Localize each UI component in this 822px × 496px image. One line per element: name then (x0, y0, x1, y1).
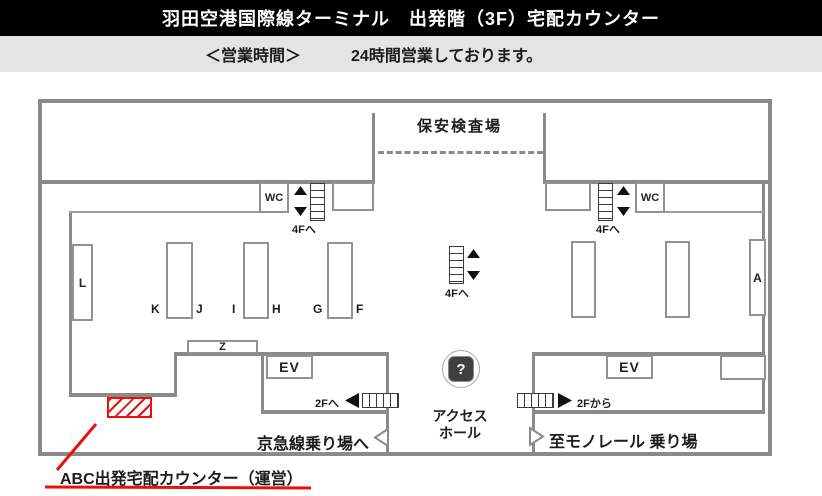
down-arrow-icon (617, 207, 630, 216)
counter-island (571, 241, 596, 318)
hall-wall (261, 352, 264, 414)
to-2f-label: 2Fへ (315, 398, 339, 410)
service-strip-line-right (663, 211, 764, 213)
ev-label: EV (619, 359, 640, 375)
counter-island (327, 242, 353, 319)
counter-island (665, 241, 690, 318)
exit-right-triangle-icon (529, 426, 545, 447)
monorail-exit-label: 至モノレール 乗り場 (549, 434, 698, 451)
counter-label: H (272, 302, 281, 316)
arrow-right-icon (558, 393, 572, 408)
counter-label: I (232, 302, 236, 316)
title-bar: 羽田空港国際線ターミナル 出発階（3F）宅配カウンター (0, 0, 822, 36)
wc-left-label: WC (264, 191, 284, 204)
room-right-of-gap (545, 182, 591, 211)
information-ring (442, 350, 480, 388)
escalator-icon (598, 183, 613, 221)
z-counter: Z (187, 340, 258, 354)
escalator-icon (310, 183, 325, 221)
elevator-left: EV (266, 355, 313, 379)
access-hall-line2: ホール (439, 425, 481, 441)
service-strip-line-left (69, 211, 263, 213)
from-2f-label: 2Fから (577, 398, 612, 410)
arrow-left-icon (345, 393, 359, 408)
counter-L: L (72, 244, 93, 321)
wc-right-label: WC (640, 191, 660, 204)
counter-label: G (313, 302, 323, 316)
room-bottom-right (720, 355, 766, 380)
wc-left: WC (259, 182, 289, 213)
ev-label: EV (279, 359, 300, 375)
z-label: Z (219, 341, 226, 353)
to-4f-label-left: 4Fへ (292, 224, 316, 236)
hours-text: 24時間営業しております。 (351, 48, 543, 65)
down-arrow-icon (294, 207, 307, 216)
escalator-icon (449, 246, 464, 284)
page-title: 羽田空港国際線ターミナル 出発階（3F）宅配カウンター (161, 9, 660, 29)
escalator-icon (517, 393, 554, 408)
inner-wall-left (69, 211, 72, 397)
to-4f-label-center: 4Fへ (445, 288, 469, 300)
counter-label: J (196, 302, 203, 316)
counter-label: L (78, 275, 87, 290)
map-border-right (768, 99, 772, 456)
annotation-text: ABC出発宅配カウンター（運営） (60, 471, 303, 488)
counter-island (166, 242, 193, 319)
hours-bar: ＜営業時間＞ 24時間営業しております。 (0, 36, 822, 72)
up-arrow-icon (617, 186, 630, 195)
hall-wall (174, 352, 389, 356)
security-gap-right-wall (543, 113, 546, 184)
counter-label: K (151, 302, 160, 316)
counter-label: A (753, 270, 762, 285)
information-icon: ? (448, 356, 474, 382)
up-arrow-icon (467, 249, 480, 258)
exit-left-triangle-icon (373, 427, 389, 448)
upper-wall-left (38, 180, 375, 184)
hall-wall (174, 355, 177, 397)
wc-right: WC (635, 182, 665, 213)
counter-island (243, 242, 269, 319)
up-arrow-icon (294, 186, 307, 195)
hall-wall (69, 393, 177, 397)
escalator-icon (362, 393, 399, 408)
down-arrow-icon (467, 271, 480, 280)
map-border-top (38, 99, 772, 103)
to-4f-label-right: 4Fへ (596, 224, 620, 236)
delivery-counter-highlight (107, 397, 152, 418)
security-entrance-dashed-line (378, 151, 543, 154)
security-gap-left-wall (372, 113, 375, 184)
map-border-bottom (38, 452, 772, 456)
elevator-right: EV (606, 355, 653, 379)
map-border-left (38, 99, 42, 456)
room-left-of-gap (332, 182, 374, 211)
keikyu-exit-label: 京急線乗り場へ (257, 436, 370, 453)
counter-A: A (749, 239, 766, 316)
hall-wall (532, 410, 765, 414)
hall-wall (532, 352, 765, 356)
access-hall-line1: アクセス (432, 408, 488, 424)
hours-label: ＜営業時間＞ (205, 48, 302, 65)
access-hall-label: アクセス ホール (410, 408, 510, 442)
counter-label: F (356, 302, 364, 316)
security-area-label: 保安検査場 (417, 118, 503, 135)
hall-wall (261, 410, 389, 414)
